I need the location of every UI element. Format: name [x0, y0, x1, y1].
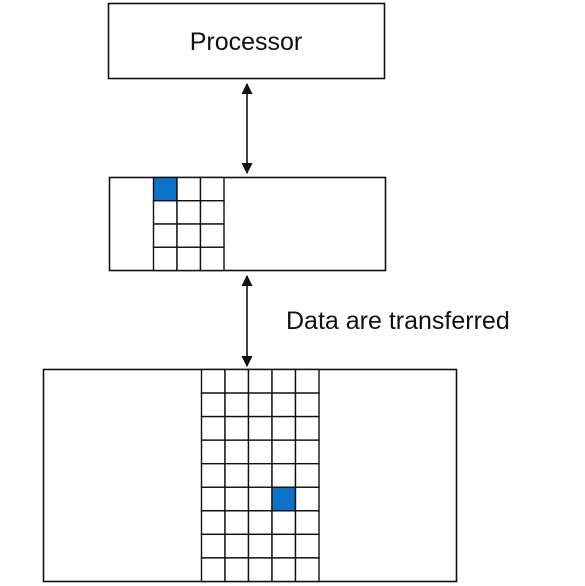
lower-level-block: [294, 392, 320, 418]
lower-level-block: [271, 392, 297, 418]
lower-level-block: [271, 510, 297, 536]
lower-level-block: [294, 415, 320, 441]
upper-level-block: [152, 223, 178, 248]
lower-level-block: [294, 557, 320, 583]
lower-level-block: [224, 463, 250, 488]
lower-level-block: [224, 439, 250, 465]
lower-level-block: [271, 368, 297, 394]
lower-level-block: [200, 510, 226, 536]
lower-level-block: [247, 392, 273, 418]
lower-level-block: [247, 557, 273, 583]
upper-level-block: [108, 176, 387, 272]
lower-level-block: [294, 510, 320, 536]
lower-level-block: [200, 463, 226, 488]
lower-level-grid: [200, 368, 320, 583]
lower-level-block: [247, 439, 273, 465]
lower-level-block: [200, 486, 226, 512]
upper-level-block: [199, 246, 225, 272]
processor-box: [107, 2, 386, 80]
lower-level-block: [247, 486, 273, 512]
lower-level-block: [200, 415, 226, 441]
lower-level-block: [200, 368, 226, 394]
upper-level-block: [176, 246, 202, 272]
lower-level-block: [247, 463, 273, 488]
lower-level-block: [224, 486, 250, 512]
upper-level-highlighted-block: [152, 176, 178, 202]
upper-level-block: [152, 246, 178, 272]
lower-level-block: [224, 392, 250, 418]
lower-level-block: [200, 392, 226, 418]
upper-level-block: [199, 223, 225, 248]
upper-level-block: [176, 200, 202, 225]
upper-level-block: [152, 200, 178, 225]
lower-level-highlighted-block: [271, 486, 297, 512]
lower-level-block: [271, 557, 297, 583]
processor-block: Processor: [107, 2, 386, 80]
lower-level-block: [247, 510, 273, 536]
lower-level-block: [271, 463, 297, 488]
lower-level-block: [224, 415, 250, 441]
upper-level-grid: [152, 176, 225, 272]
lower-level-block: [271, 439, 297, 465]
lower-level-block: [294, 439, 320, 465]
processor-label: Processor: [190, 28, 303, 56]
upper-level-box: [108, 176, 387, 272]
lower-level-block: [271, 533, 297, 559]
lower-level-block: [200, 557, 226, 583]
lower-level-block: [247, 368, 273, 394]
upper-level-block: [176, 176, 202, 202]
lower-level-block: [224, 368, 250, 394]
upper-level-block: [199, 176, 225, 202]
lower-level-block: [294, 486, 320, 512]
lower-level-block: [247, 415, 273, 441]
lower-level-block: [224, 533, 250, 559]
transfer-label: Data are transferred: [286, 307, 510, 335]
lower-level-block: [294, 533, 320, 559]
lower-level-block: [42, 368, 458, 583]
lower-level-block: [294, 368, 320, 394]
lower-level-block: [294, 463, 320, 488]
lower-level-block: [224, 557, 250, 583]
lower-level-block: [200, 533, 226, 559]
lower-level-block: [200, 439, 226, 465]
upper-level-block: [176, 223, 202, 248]
lower-level-block: [224, 510, 250, 536]
lower-level-block: [247, 533, 273, 559]
upper-level-block: [199, 200, 225, 225]
lower-level-block: [271, 415, 297, 441]
